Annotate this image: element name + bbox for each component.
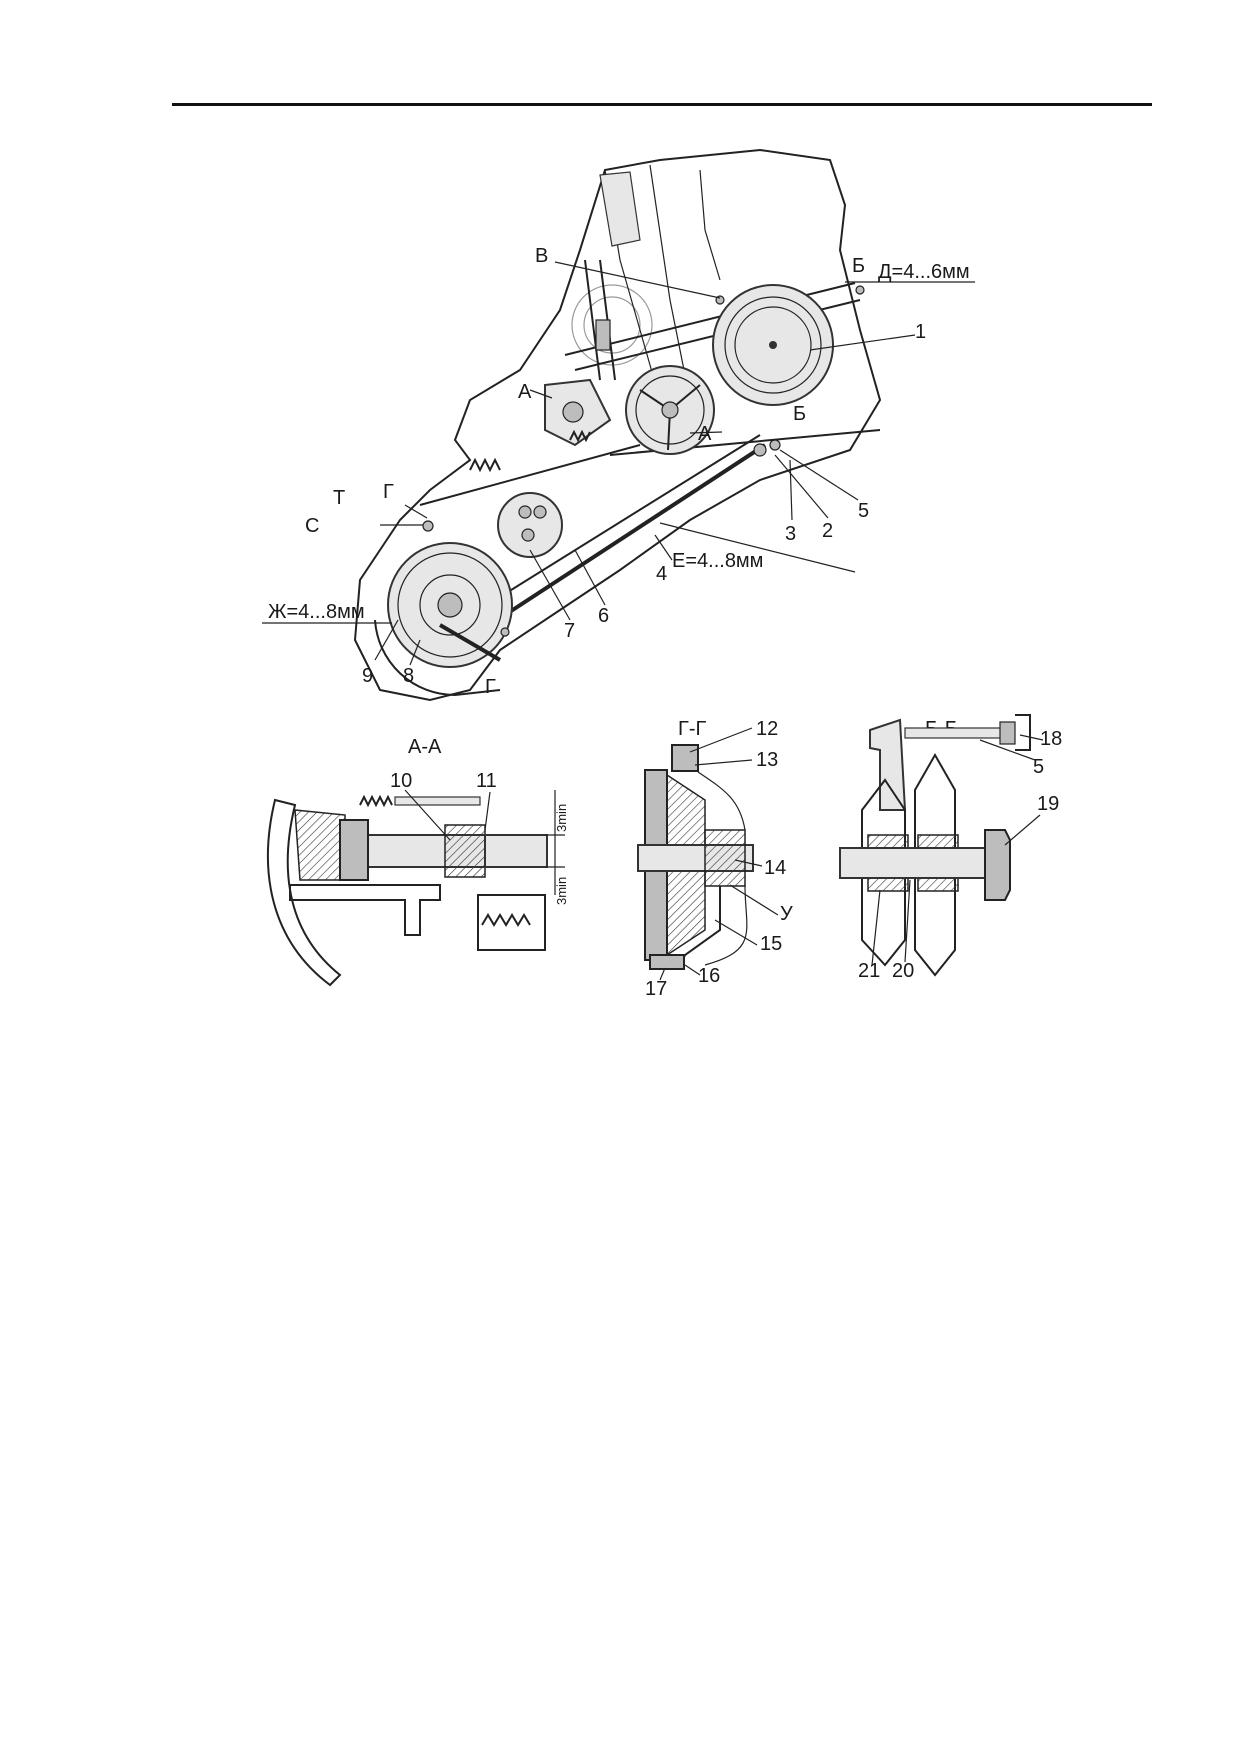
header-rule xyxy=(172,103,1152,106)
callout-1: 1 xyxy=(915,321,926,343)
tensioner-bracket xyxy=(544,259,616,447)
bb-pulley-right xyxy=(914,752,956,977)
callout-12: 12 xyxy=(756,718,778,740)
bb-adjust-bracket xyxy=(1015,714,1031,751)
callout-21: 21 xyxy=(858,960,880,982)
section-aa-title: А-А xyxy=(408,736,442,758)
callout-20: 20 xyxy=(892,960,914,982)
aa-dim-bottom: 3min xyxy=(554,877,569,905)
spring-right xyxy=(569,429,591,443)
leader-lines xyxy=(262,261,975,666)
driven-pulley xyxy=(387,542,513,668)
spring-left xyxy=(469,457,501,473)
callout-5: 5 xyxy=(858,500,869,522)
bb-pulley-left xyxy=(861,778,906,967)
main-view: 1 2 3 4 5 6 7 8 9 В Б Б А А Т С Г Г Д=4.… xyxy=(262,148,975,702)
bb-end-cap xyxy=(984,829,1011,901)
dimension-zh: Ж=4...8мм xyxy=(268,601,365,623)
gg-hub xyxy=(704,829,746,887)
letter-g-top: Г xyxy=(383,481,394,503)
letter-v: В xyxy=(535,245,548,267)
callout-8: 8 xyxy=(403,665,414,687)
bb-shaft xyxy=(839,847,1001,879)
letter-b-top: Б xyxy=(852,255,865,277)
section-gg: Г-Г 12 13 14 У 15 16 17 xyxy=(637,718,793,1000)
callout-7: 7 xyxy=(564,620,575,642)
aa-belt-teeth xyxy=(481,913,531,927)
handwheel xyxy=(625,365,715,455)
section-gg-title: Г-Г xyxy=(678,718,706,740)
letter-s: С xyxy=(305,515,319,537)
drive-belt-lower-2 xyxy=(494,434,761,601)
gg-bottom-bolt xyxy=(649,954,685,970)
callout-u: У xyxy=(780,903,793,925)
letter-g-bottom: Г xyxy=(485,676,496,698)
section-bb: Б-Б 18 5 19 20 21 xyxy=(839,714,1062,982)
callout-4: 4 xyxy=(656,563,667,585)
callout-6: 6 xyxy=(598,605,609,627)
aa-spring-rod xyxy=(394,796,481,806)
letter-a-right: А xyxy=(698,423,712,445)
letter-a-left: А xyxy=(518,381,532,403)
callout-3: 3 xyxy=(785,523,796,545)
bb-adjust-rod xyxy=(904,727,1006,739)
callout-11: 11 xyxy=(476,770,497,792)
dimension-d: Д=4...6мм xyxy=(878,261,970,283)
idler-pulley xyxy=(497,492,563,558)
callout-14: 14 xyxy=(764,857,786,879)
upper-column xyxy=(599,171,641,247)
callout-bb-5: 5 xyxy=(1033,756,1044,778)
gg-top-bolt xyxy=(671,744,699,772)
callout-17: 17 xyxy=(645,978,667,1000)
callout-16: 16 xyxy=(698,965,720,987)
aa-bolt-block xyxy=(339,819,369,881)
callout-15: 15 xyxy=(760,933,782,955)
aa-bracket xyxy=(289,884,441,936)
gg-outline xyxy=(697,771,748,966)
aa-end-cap xyxy=(484,834,548,868)
callout-9: 9 xyxy=(362,665,373,687)
section-aa: А-А 3min 3min 10 11 xyxy=(266,736,569,987)
callout-2: 2 xyxy=(822,520,833,542)
aa-belt-profile xyxy=(477,894,546,951)
letter-t: Т xyxy=(333,487,345,509)
aa-curved-wall xyxy=(266,798,342,987)
bb-adjust-nut xyxy=(999,721,1016,745)
aa-hatched-body xyxy=(294,809,346,881)
callout-19: 19 xyxy=(1037,793,1059,815)
callout-13: 13 xyxy=(756,749,778,771)
aa-spring xyxy=(359,794,393,808)
drive-pulley xyxy=(712,284,834,406)
letter-b-mid: Б xyxy=(793,403,806,425)
aa-block xyxy=(444,824,486,878)
callout-10: 10 xyxy=(390,770,412,792)
housing-outline xyxy=(353,148,882,702)
callout-18: 18 xyxy=(1040,728,1062,750)
dimension-e: Е=4...8мм xyxy=(672,550,763,572)
bb-elbow xyxy=(869,718,907,811)
belt-guard xyxy=(374,619,501,697)
aa-dim-top: 3min xyxy=(554,804,569,832)
drive-belt-lower xyxy=(503,443,767,617)
